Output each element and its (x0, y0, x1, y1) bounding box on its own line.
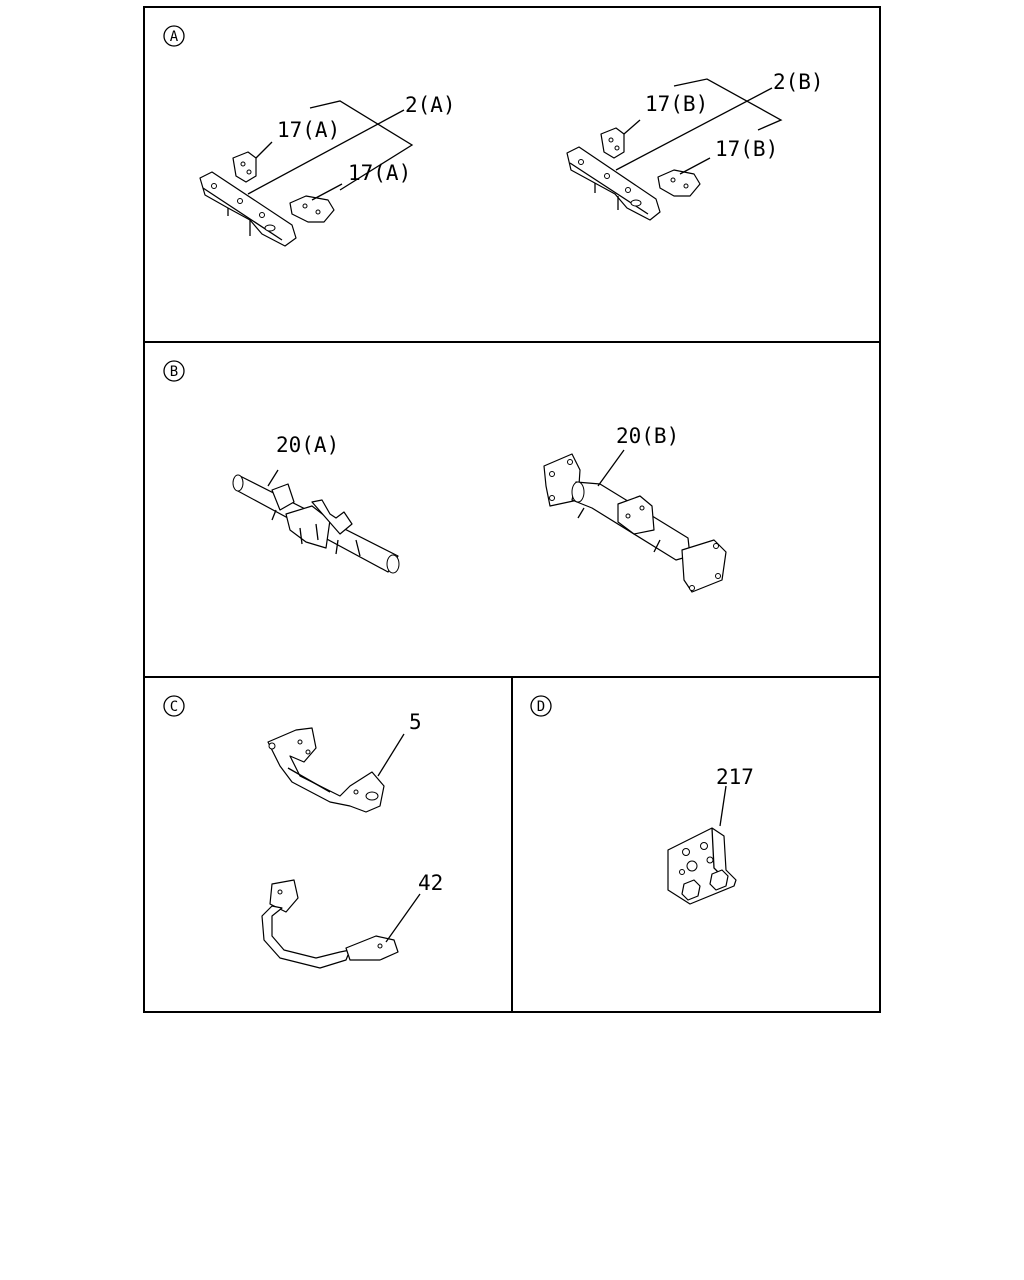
leader-line-20a (267, 469, 279, 487)
label-5: 5 (409, 710, 422, 734)
label-17a-lower: 17(A) (348, 161, 411, 185)
bracket-17b-upper (600, 127, 625, 159)
label-2a: 2(A) (405, 93, 456, 117)
leader-line-217 (719, 785, 727, 827)
leader-line-20b (597, 449, 625, 487)
svg-text:D: D (537, 699, 545, 715)
crossmember-2a (199, 171, 297, 247)
tube-20a (232, 474, 400, 574)
bracket-17a-upper (232, 151, 257, 183)
leader-line-42 (385, 893, 421, 943)
panel-d: D 217 (530, 695, 754, 905)
tube-20b (543, 453, 727, 593)
bracket-217 (667, 827, 737, 905)
section-marker-c: C (163, 695, 185, 717)
leader-line-5 (377, 733, 405, 777)
panel-a: A 17(A) 2(A) (163, 25, 824, 247)
label-20a: 20(A) (276, 433, 339, 457)
diagram-frame (143, 6, 881, 1013)
svg-text:A: A (170, 29, 179, 45)
section-marker-b: B (163, 360, 185, 382)
panel-c: C 5 42 (163, 695, 443, 969)
label-17a-upper: 17(A) (277, 118, 340, 142)
bracket-17a-lower (289, 195, 335, 223)
panel-b: B 20(A) (163, 360, 727, 593)
bar-42 (261, 879, 399, 969)
svg-text:C: C (170, 699, 178, 715)
section-marker-a: A (163, 25, 185, 47)
label-20b: 20(B) (616, 424, 679, 448)
label-217: 217 (716, 765, 754, 789)
crossmember-2b (566, 146, 661, 221)
label-42: 42 (418, 871, 443, 895)
leader-lines-a-right (615, 78, 783, 175)
section-marker-d: D (530, 695, 552, 717)
svg-text:B: B (170, 364, 178, 380)
bracket-17b-lower (657, 169, 701, 197)
bracket-5 (267, 727, 385, 813)
label-2b: 2(B) (773, 70, 824, 94)
label-17b-upper: 17(B) (645, 92, 708, 116)
label-17b-lower: 17(B) (715, 137, 778, 161)
leader-lines-a-left (247, 100, 414, 201)
